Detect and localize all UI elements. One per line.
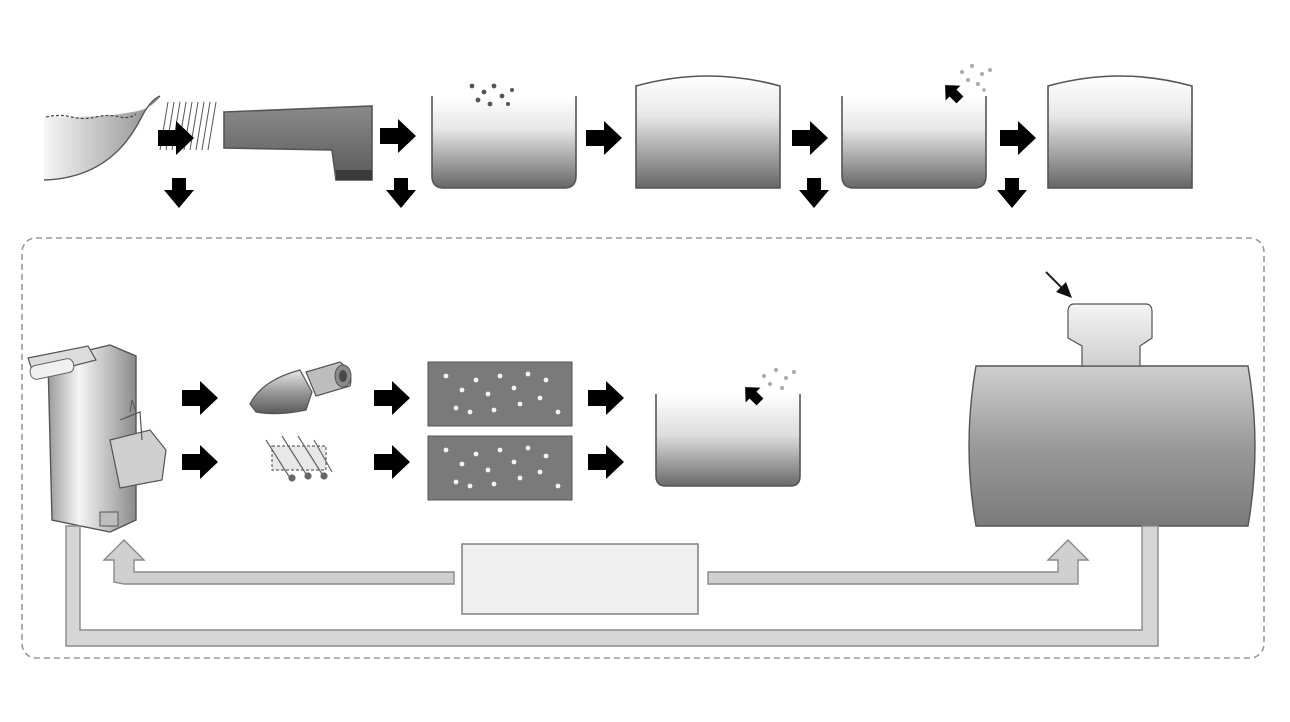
filter-press-bottom	[427, 435, 573, 501]
arrow-right-icon	[374, 445, 410, 479]
grit-channel	[223, 105, 373, 181]
treatment-tank	[841, 64, 992, 189]
arrow-right-icon	[374, 381, 410, 415]
pointer-arrow-icon	[1045, 271, 1072, 298]
cone-nozzle	[249, 361, 352, 415]
filter-elements-icon	[265, 435, 333, 482]
arrow-down-icon	[997, 178, 1027, 208]
intake-basin	[43, 95, 161, 181]
arrow-right-icon	[586, 121, 622, 155]
arrow-down-icon	[799, 178, 829, 208]
aeration-tank	[431, 83, 577, 189]
control-box	[461, 543, 699, 615]
recycle-loop-pipe	[65, 525, 1159, 647]
reaction-basin	[655, 368, 801, 487]
storage-vessel	[968, 271, 1256, 527]
return-pipe-right	[707, 539, 1090, 585]
arrow-down-icon	[386, 178, 416, 208]
arrow-right-icon	[792, 121, 828, 155]
dewatering-unit	[27, 344, 167, 533]
clarifier-tank	[635, 75, 781, 189]
arrow-right-icon	[158, 121, 194, 155]
filter-press-top	[427, 361, 573, 427]
droplets-icon	[469, 83, 514, 107]
arrow-right-icon	[1000, 121, 1036, 155]
return-pipe-left	[102, 539, 455, 585]
arrow-right-icon	[588, 445, 624, 479]
bubbles-icon	[762, 368, 796, 390]
arrow-right-icon	[182, 445, 218, 479]
process-boundary	[21, 237, 1265, 659]
storage-tank	[1047, 75, 1193, 189]
arrow-right-icon	[588, 381, 624, 415]
bar-screen	[159, 101, 217, 151]
arrow-right-icon	[182, 381, 218, 415]
arrow-down-icon	[164, 178, 194, 208]
arrow-right-icon	[380, 119, 416, 153]
bubbles-icon	[960, 64, 992, 92]
